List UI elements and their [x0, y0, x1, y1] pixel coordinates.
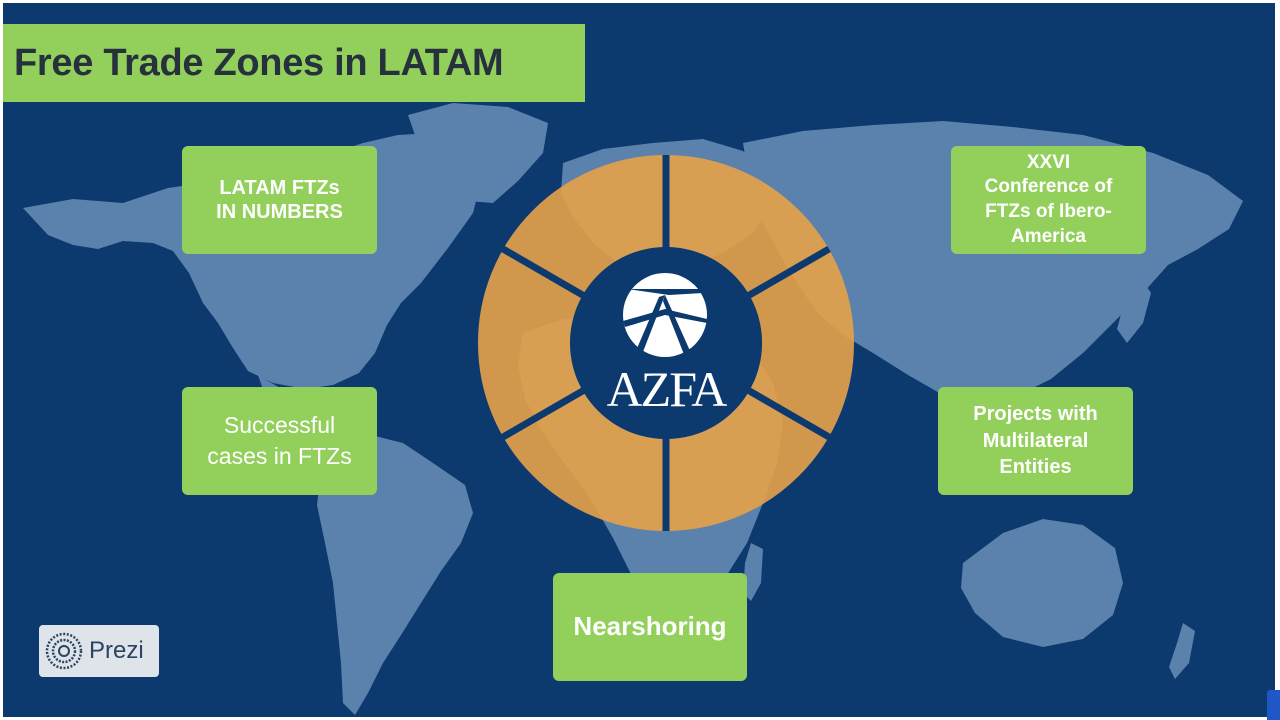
card-line: Entities [999, 456, 1072, 479]
card-line: Multilateral [982, 429, 1089, 452]
card-line: LATAM FTZs [219, 176, 340, 199]
prezi-badge[interactable]: Prezi [39, 625, 159, 677]
card-label: Nearshoring [573, 611, 727, 642]
azfa-logo-text: AZFA [606, 361, 728, 417]
azfa-star-logo-icon [623, 273, 707, 357]
ring-divider [744, 385, 831, 441]
card-line: IN NUMBERS [216, 201, 343, 223]
presentation-slide: Free Trade Zones in LATAM LATAM FTZs IN … [3, 3, 1275, 717]
card-line: cases in FTZs [207, 443, 352, 469]
card-line: Projects with [973, 403, 1098, 426]
prezi-label: Prezi [89, 637, 144, 664]
card-line: America [1011, 225, 1086, 247]
card-nearshoring[interactable]: Nearshoring [553, 573, 747, 681]
card-latam-ftzs-in-numbers[interactable]: LATAM FTZs IN NUMBERS [182, 146, 377, 254]
ring-divider [501, 385, 588, 441]
greenland-shape [408, 103, 548, 203]
segmented-ring [478, 155, 854, 531]
ring-divider [744, 245, 831, 301]
card-multilateral-projects[interactable]: Projects with Multilateral Entities [938, 387, 1133, 495]
madagascar-shape [743, 543, 763, 601]
ring-divider [501, 245, 588, 301]
prezi-logo-icon [45, 632, 83, 670]
card-line: Successful [223, 411, 336, 438]
australia-shape [961, 519, 1123, 647]
card-line: Conference of [984, 176, 1113, 198]
south-america-shape [317, 433, 473, 715]
slide-title-banner: Free Trade Zones in LATAM [3, 24, 585, 102]
corner-scroll-tab[interactable] [1267, 690, 1280, 720]
new-zealand-shape [1169, 623, 1195, 679]
card-line: FTZs of Ibero- [985, 201, 1112, 222]
card-line: XXVI [1026, 151, 1071, 173]
card-successful-cases[interactable]: Successful cases in FTZs [182, 387, 377, 495]
japan-shape [1117, 273, 1151, 343]
card-conference[interactable]: XXVI Conference of FTZs of Ibero- Americ… [951, 146, 1146, 254]
slide-title: Free Trade Zones in LATAM [14, 41, 504, 84]
